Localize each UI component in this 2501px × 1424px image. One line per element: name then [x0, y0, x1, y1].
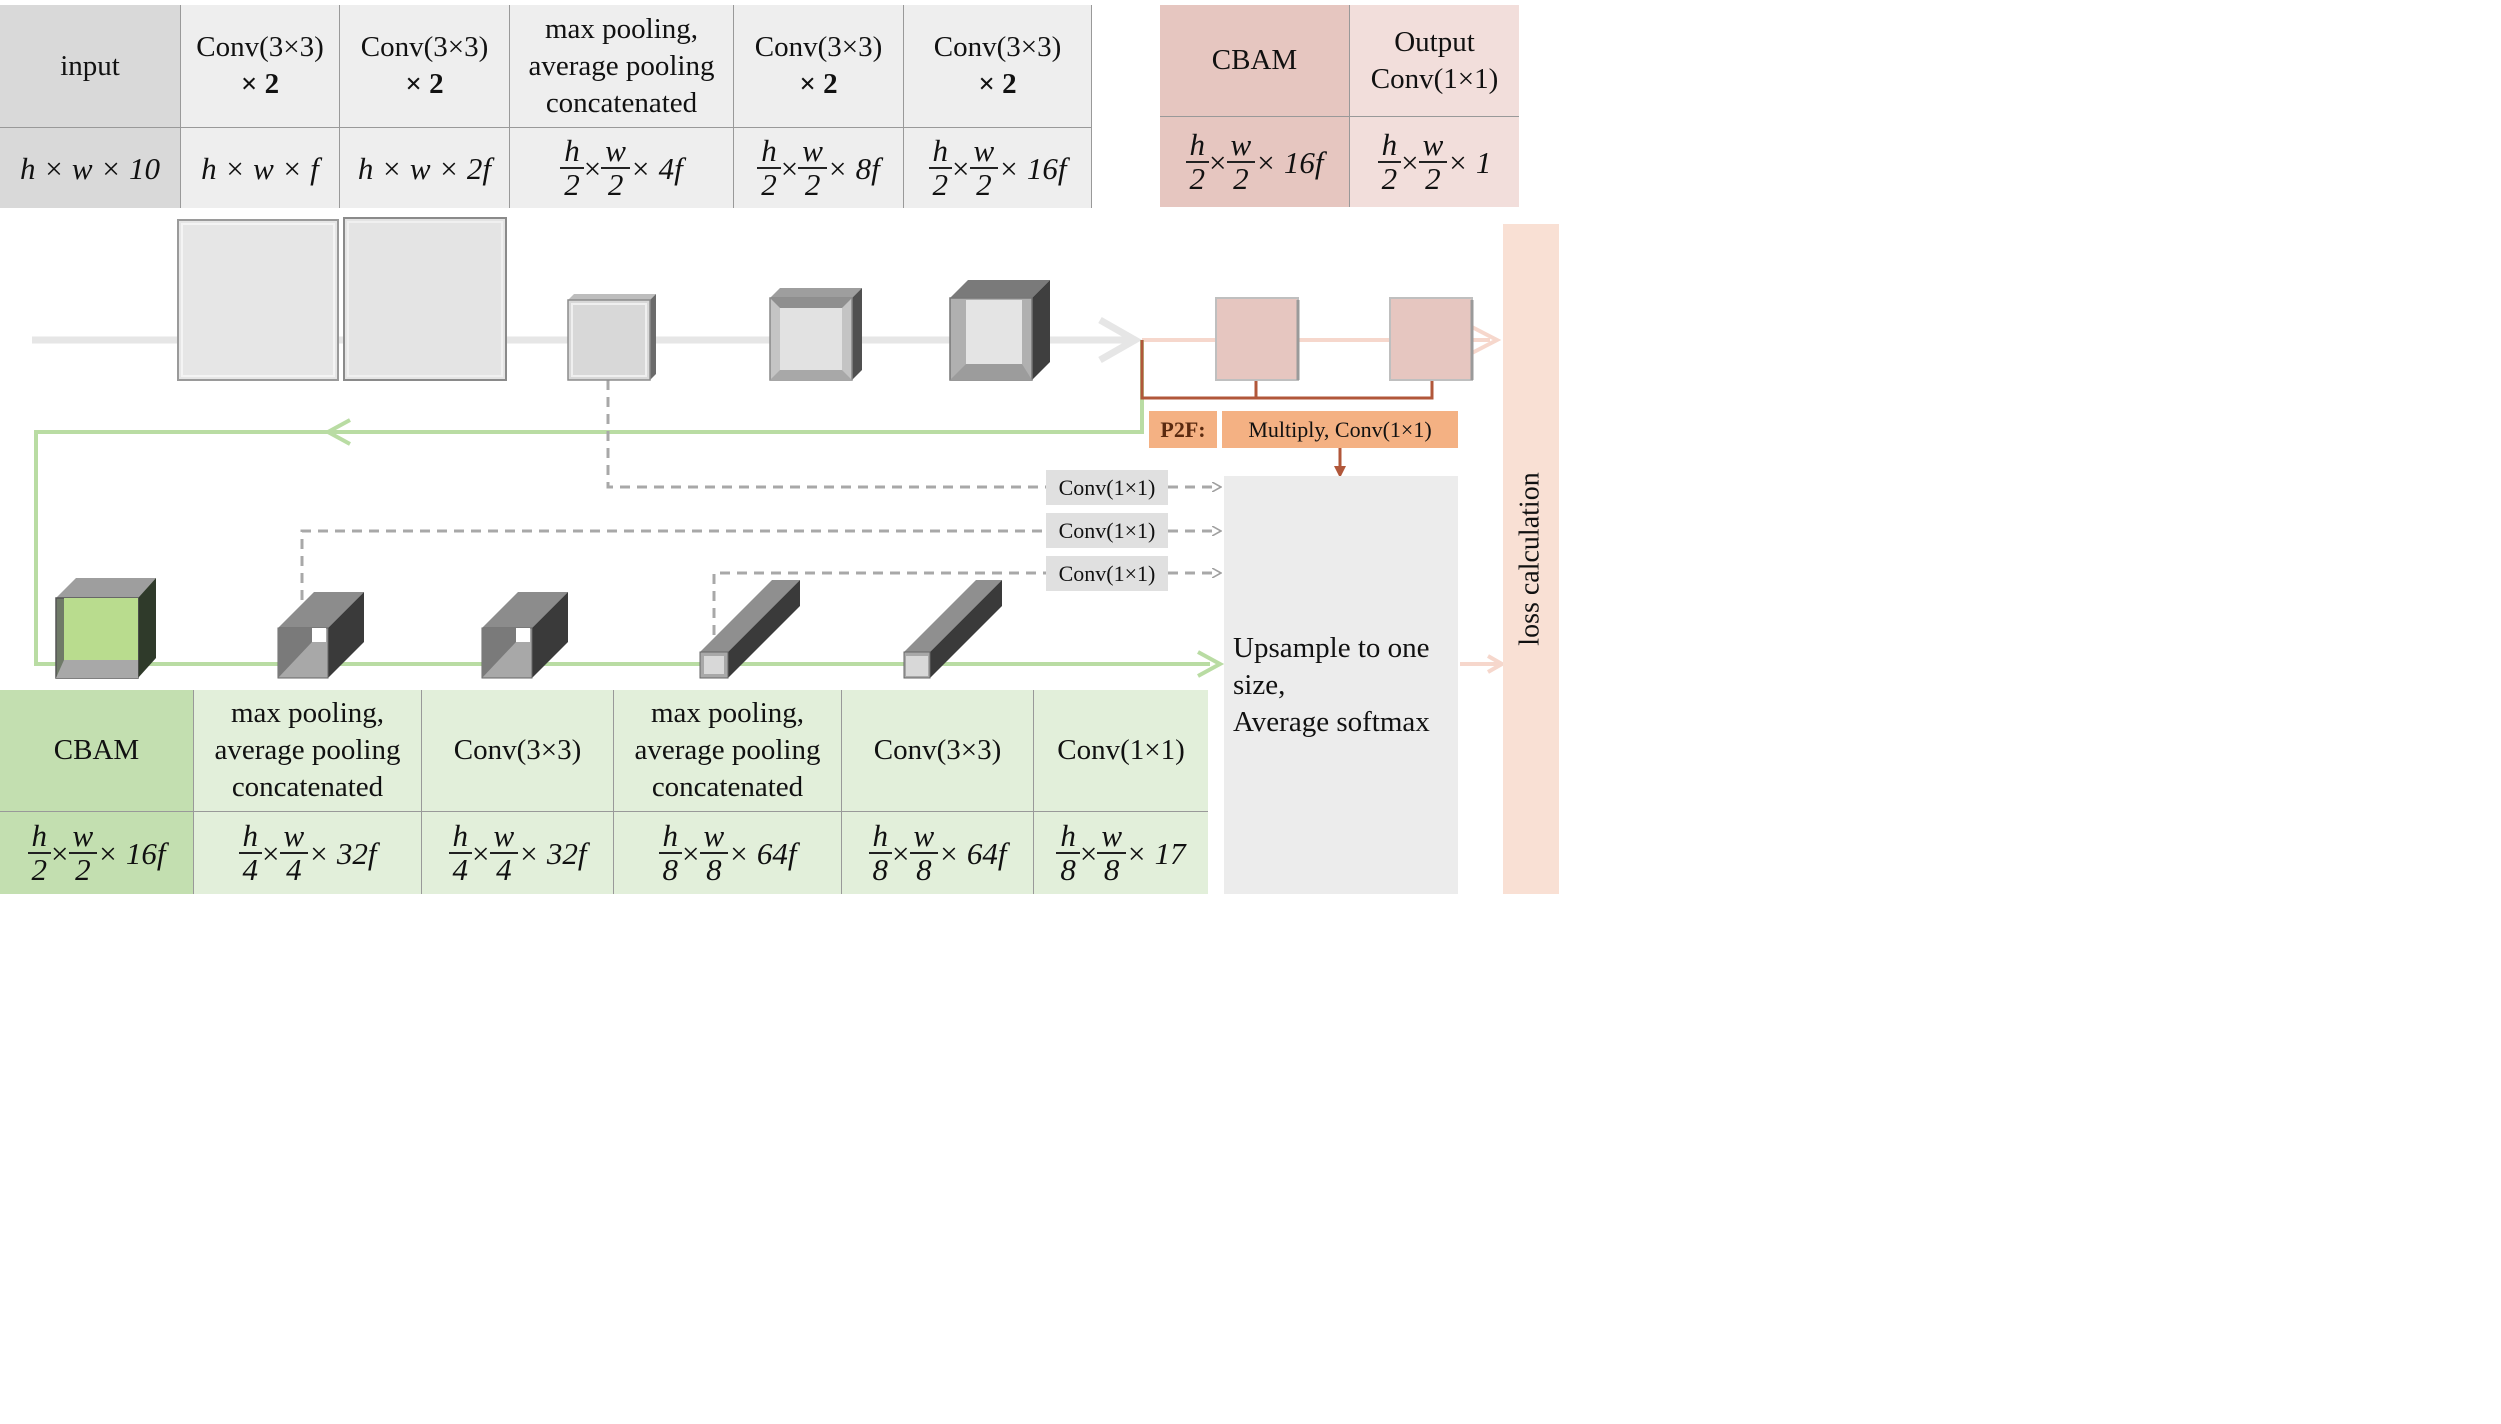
loss-arrow-head — [1487, 654, 1507, 674]
block-pool1 — [567, 294, 656, 381]
top-header-conv1: Conv(3×3)× 2 — [180, 5, 339, 127]
bottom-header-conv2: Conv(3×3) — [841, 690, 1033, 811]
block-output-conv — [1389, 297, 1474, 381]
top-dims-input: h × w × 10 — [0, 127, 180, 208]
decoder-right-arrow — [1197, 650, 1225, 678]
p2f-label: P2F: — [1149, 411, 1217, 448]
top-header-conv3: Conv(3×3)× 2 — [733, 5, 903, 127]
block-pool2 — [277, 592, 364, 679]
skip-line-2 — [300, 529, 1046, 600]
block-conv2 — [343, 217, 507, 381]
skip-conv-label-2: Conv(1×1) — [1046, 513, 1168, 548]
upsample-text: Upsample to one size, Average softmax — [1233, 632, 1430, 738]
bottom-header-conv3: Conv(1×1) — [1033, 690, 1208, 811]
block-conv5 — [481, 592, 568, 679]
top-right-header-cbam: CBAM — [1160, 5, 1349, 116]
block-conv6 — [903, 580, 1002, 679]
decoder-left-arrow — [323, 418, 351, 446]
skip-conv-label-3: Conv(1×1) — [1046, 556, 1168, 591]
loss-calculation-bar: loss calculation — [1503, 224, 1559, 894]
top-header-conv4: Conv(3×3)× 2 — [903, 5, 1092, 127]
top-dims-conv2: h × w × 2f — [339, 127, 509, 208]
skip-line-1 — [606, 380, 1046, 489]
output-arrow-head — [1469, 324, 1502, 356]
p2f-operation: Multiply, Conv(1×1) — [1222, 411, 1458, 448]
bottom-header-conv1: Conv(3×3) — [421, 690, 613, 811]
skip-conv-label-1: Conv(1×1) — [1046, 470, 1168, 505]
block-conv4 — [949, 280, 1050, 381]
top-header-input: input — [0, 5, 180, 127]
top-header-conv2: Conv(3×3)× 2 — [339, 5, 509, 127]
skip-line-3 — [712, 571, 1046, 652]
decoder-path-line — [34, 340, 1210, 666]
top-dims-conv1: h × w × f — [180, 127, 339, 208]
network-diagram — [32, 217, 1507, 679]
block-cbam-bottom — [55, 578, 156, 679]
upsample-box: Upsample to one size, Average softmax — [1224, 476, 1458, 894]
bottom-header-cbam: CBAM — [0, 690, 193, 811]
block-pool3 — [699, 580, 800, 679]
encoder-arrow-head — [1098, 316, 1143, 364]
block-conv1 — [177, 219, 339, 381]
block-cbam-top — [1215, 297, 1300, 381]
p2f-connector — [1140, 340, 1434, 400]
block-conv3 — [769, 288, 862, 381]
